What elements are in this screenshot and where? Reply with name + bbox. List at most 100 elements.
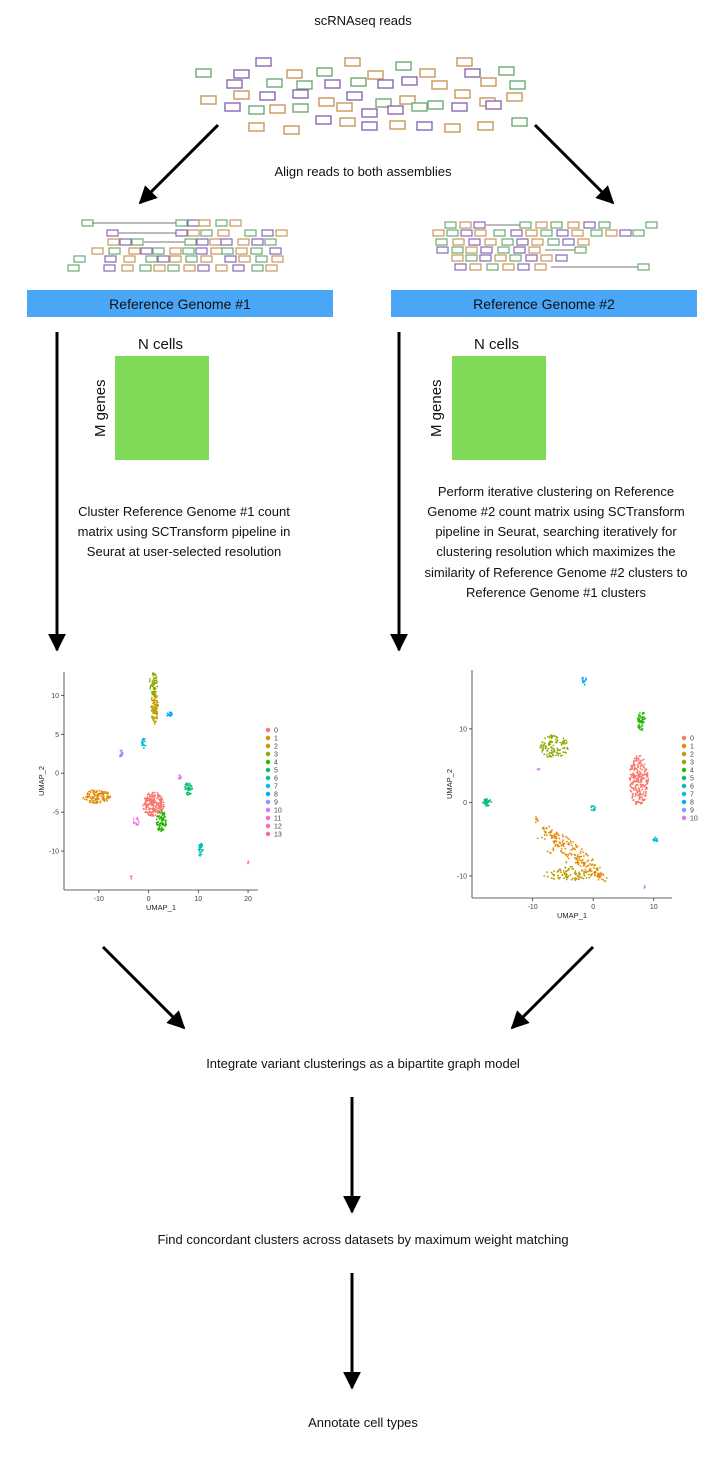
legend-label: 3 bbox=[274, 752, 278, 759]
umap-point bbox=[633, 775, 636, 778]
umap-point bbox=[165, 823, 168, 826]
umap-x-tick-label: -10 bbox=[94, 896, 104, 903]
umap-point bbox=[546, 749, 549, 752]
legend-swatch bbox=[681, 815, 687, 821]
umap-point bbox=[105, 798, 108, 800]
aligned-read bbox=[215, 219, 228, 227]
umap-point bbox=[106, 793, 109, 795]
umap-point bbox=[148, 680, 151, 683]
aligned-read bbox=[567, 221, 580, 229]
aligned-read bbox=[501, 238, 514, 246]
umap-point bbox=[550, 871, 553, 874]
umap-point bbox=[152, 792, 155, 795]
umap-point bbox=[185, 788, 187, 790]
read-fragment bbox=[395, 61, 412, 71]
umap-point bbox=[637, 780, 639, 783]
umap-point bbox=[558, 749, 561, 752]
umap-point bbox=[147, 804, 150, 807]
read-fragment bbox=[336, 102, 353, 112]
umap-point bbox=[647, 780, 649, 783]
umap-point bbox=[581, 869, 584, 872]
umap-point bbox=[647, 777, 650, 780]
umap-point bbox=[581, 858, 584, 861]
umap-point bbox=[537, 820, 539, 822]
aligned-read bbox=[271, 255, 284, 263]
umap-point bbox=[200, 850, 203, 853]
umap-point bbox=[158, 825, 161, 827]
umap-point bbox=[97, 798, 100, 800]
umap-point bbox=[639, 728, 641, 731]
umap-point bbox=[575, 878, 578, 880]
umap-point bbox=[579, 876, 582, 878]
umap-point bbox=[561, 852, 564, 854]
aligned-read bbox=[175, 219, 188, 227]
umap-point bbox=[560, 844, 563, 846]
umap-point bbox=[569, 840, 572, 843]
umap-point bbox=[639, 762, 642, 764]
umap-point bbox=[90, 789, 93, 792]
read-fragment bbox=[233, 69, 250, 79]
umap-point bbox=[643, 758, 645, 761]
umap-point bbox=[569, 865, 572, 868]
umap-point bbox=[544, 737, 547, 739]
umap-point bbox=[639, 793, 642, 796]
umap-point bbox=[147, 806, 150, 809]
umap-point bbox=[191, 787, 194, 790]
umap-point bbox=[555, 831, 558, 834]
umap-point bbox=[169, 715, 171, 718]
umap-point bbox=[83, 798, 86, 801]
legend-label: 3 bbox=[690, 760, 694, 767]
umap-point bbox=[594, 871, 597, 873]
umap-point bbox=[638, 789, 641, 792]
umap-point bbox=[587, 873, 590, 876]
umap-point bbox=[551, 836, 554, 839]
read-fragment bbox=[498, 66, 515, 76]
aligned-read bbox=[238, 255, 251, 263]
umap-point bbox=[483, 798, 486, 801]
umap-point bbox=[179, 776, 182, 779]
aligned-read bbox=[605, 229, 618, 237]
umap-point bbox=[162, 813, 164, 815]
aligned-read bbox=[517, 263, 530, 271]
umap-point bbox=[604, 880, 607, 883]
umap-point bbox=[550, 877, 553, 880]
umap-point bbox=[545, 834, 548, 837]
umap-point bbox=[578, 857, 581, 860]
umap-point bbox=[162, 801, 165, 804]
umap-point bbox=[565, 870, 568, 873]
umap-y-tick-label: -5 bbox=[53, 810, 59, 817]
aligned-read bbox=[235, 247, 248, 255]
aligned-read bbox=[550, 221, 563, 229]
aligned-read bbox=[598, 221, 611, 229]
legend-label: 4 bbox=[690, 768, 694, 775]
umap-point bbox=[152, 683, 155, 686]
aligned-read bbox=[91, 247, 104, 255]
umap-point bbox=[566, 746, 569, 749]
umap-point bbox=[188, 782, 191, 785]
umap-point bbox=[552, 744, 555, 747]
umap-point bbox=[580, 855, 583, 858]
umap-point bbox=[121, 752, 124, 754]
umap-point bbox=[561, 840, 564, 843]
umap-x-tick-label: 0 bbox=[591, 904, 595, 911]
umap-point bbox=[178, 774, 181, 777]
umap-point bbox=[636, 789, 639, 792]
umap-point bbox=[148, 793, 151, 796]
umap-point bbox=[156, 699, 158, 702]
umap-point bbox=[556, 845, 559, 848]
umap-point bbox=[640, 763, 643, 766]
umap-point bbox=[157, 829, 160, 832]
legend-swatch bbox=[265, 783, 271, 789]
aligned-read bbox=[169, 255, 182, 263]
umap-point bbox=[592, 805, 595, 808]
umap-point bbox=[638, 755, 641, 757]
read-fragment bbox=[195, 68, 212, 78]
umap-point bbox=[637, 718, 639, 721]
ref1-matrix-rows-label: M genes bbox=[92, 379, 109, 437]
umap-point bbox=[644, 768, 646, 771]
umap-point bbox=[145, 804, 148, 807]
umap-point bbox=[641, 768, 643, 771]
read-fragment bbox=[389, 120, 406, 130]
umap-point bbox=[566, 875, 569, 878]
